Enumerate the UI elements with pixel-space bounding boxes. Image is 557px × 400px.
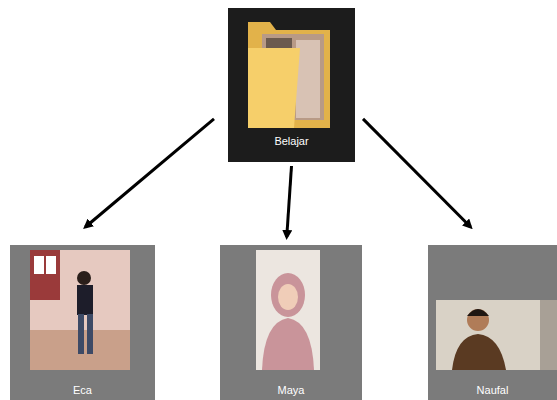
- image-node: Naufal: [428, 245, 557, 400]
- image-node: Eca: [10, 245, 155, 400]
- folder-icon: [248, 22, 330, 128]
- photo: [256, 250, 320, 370]
- image-tile: [220, 245, 362, 400]
- file-label: Eca: [73, 384, 92, 397]
- folder-tile: [228, 8, 355, 162]
- arrow-connector: [287, 166, 292, 237]
- image-tile: [428, 245, 557, 400]
- file-label: Naufal: [477, 384, 509, 397]
- image-tile: [10, 245, 155, 400]
- file-label: Belajar: [274, 135, 308, 148]
- photo: [30, 250, 130, 370]
- file-label: Maya: [278, 384, 305, 397]
- photo: [436, 300, 557, 370]
- folder-node: Belajar: [228, 8, 355, 162]
- image-node: Maya: [220, 245, 362, 400]
- arrow-connector: [363, 119, 471, 227]
- arrow-connector: [85, 119, 214, 227]
